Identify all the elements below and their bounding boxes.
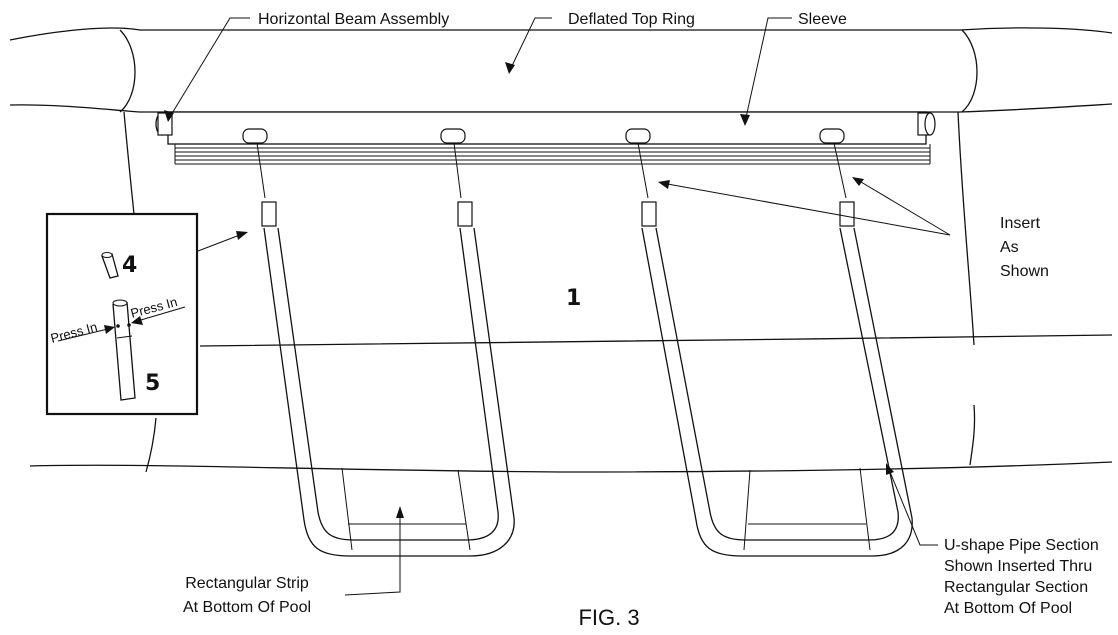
ushape-label-line2: Shown Inserted Thru — [944, 558, 1092, 575]
sleeve-beam — [155, 111, 936, 165]
u-shape-pipe-right — [641, 201, 913, 557]
rect-strip-label-line1: Rectangular Strip — [185, 575, 309, 592]
deflated-top-ring-label: Deflated Top Ring — [568, 11, 695, 28]
figure-caption: FIG. 3 — [578, 605, 639, 630]
horizontal-beam-label: Horizontal Beam Assembly — [258, 11, 449, 28]
insert-label-line1: Insert — [1000, 215, 1041, 232]
ushape-label-line4: At Bottom Of Pool — [944, 600, 1072, 617]
detail-inset — [45, 212, 199, 416]
part-1-label: 1 — [566, 286, 581, 311]
insertion-guides — [256, 142, 847, 199]
insert-label-line3: Shown — [1000, 263, 1049, 280]
sleeve-label: Sleeve — [798, 11, 847, 28]
ushape-label-line1: U-shape Pipe Section — [944, 537, 1099, 554]
rect-strip-label-line2: At Bottom Of Pool — [183, 599, 311, 616]
leader-lines — [164, 17, 951, 596]
pool-body — [9, 27, 1113, 551]
u-shape-pipe-left — [261, 201, 515, 557]
insert-label-line2: As — [1000, 239, 1019, 256]
inset-part-4-label: 4 — [122, 253, 137, 278]
ushape-label-line3: Rectangular Section — [944, 579, 1088, 596]
inset-part-5-label: 5 — [145, 371, 160, 396]
